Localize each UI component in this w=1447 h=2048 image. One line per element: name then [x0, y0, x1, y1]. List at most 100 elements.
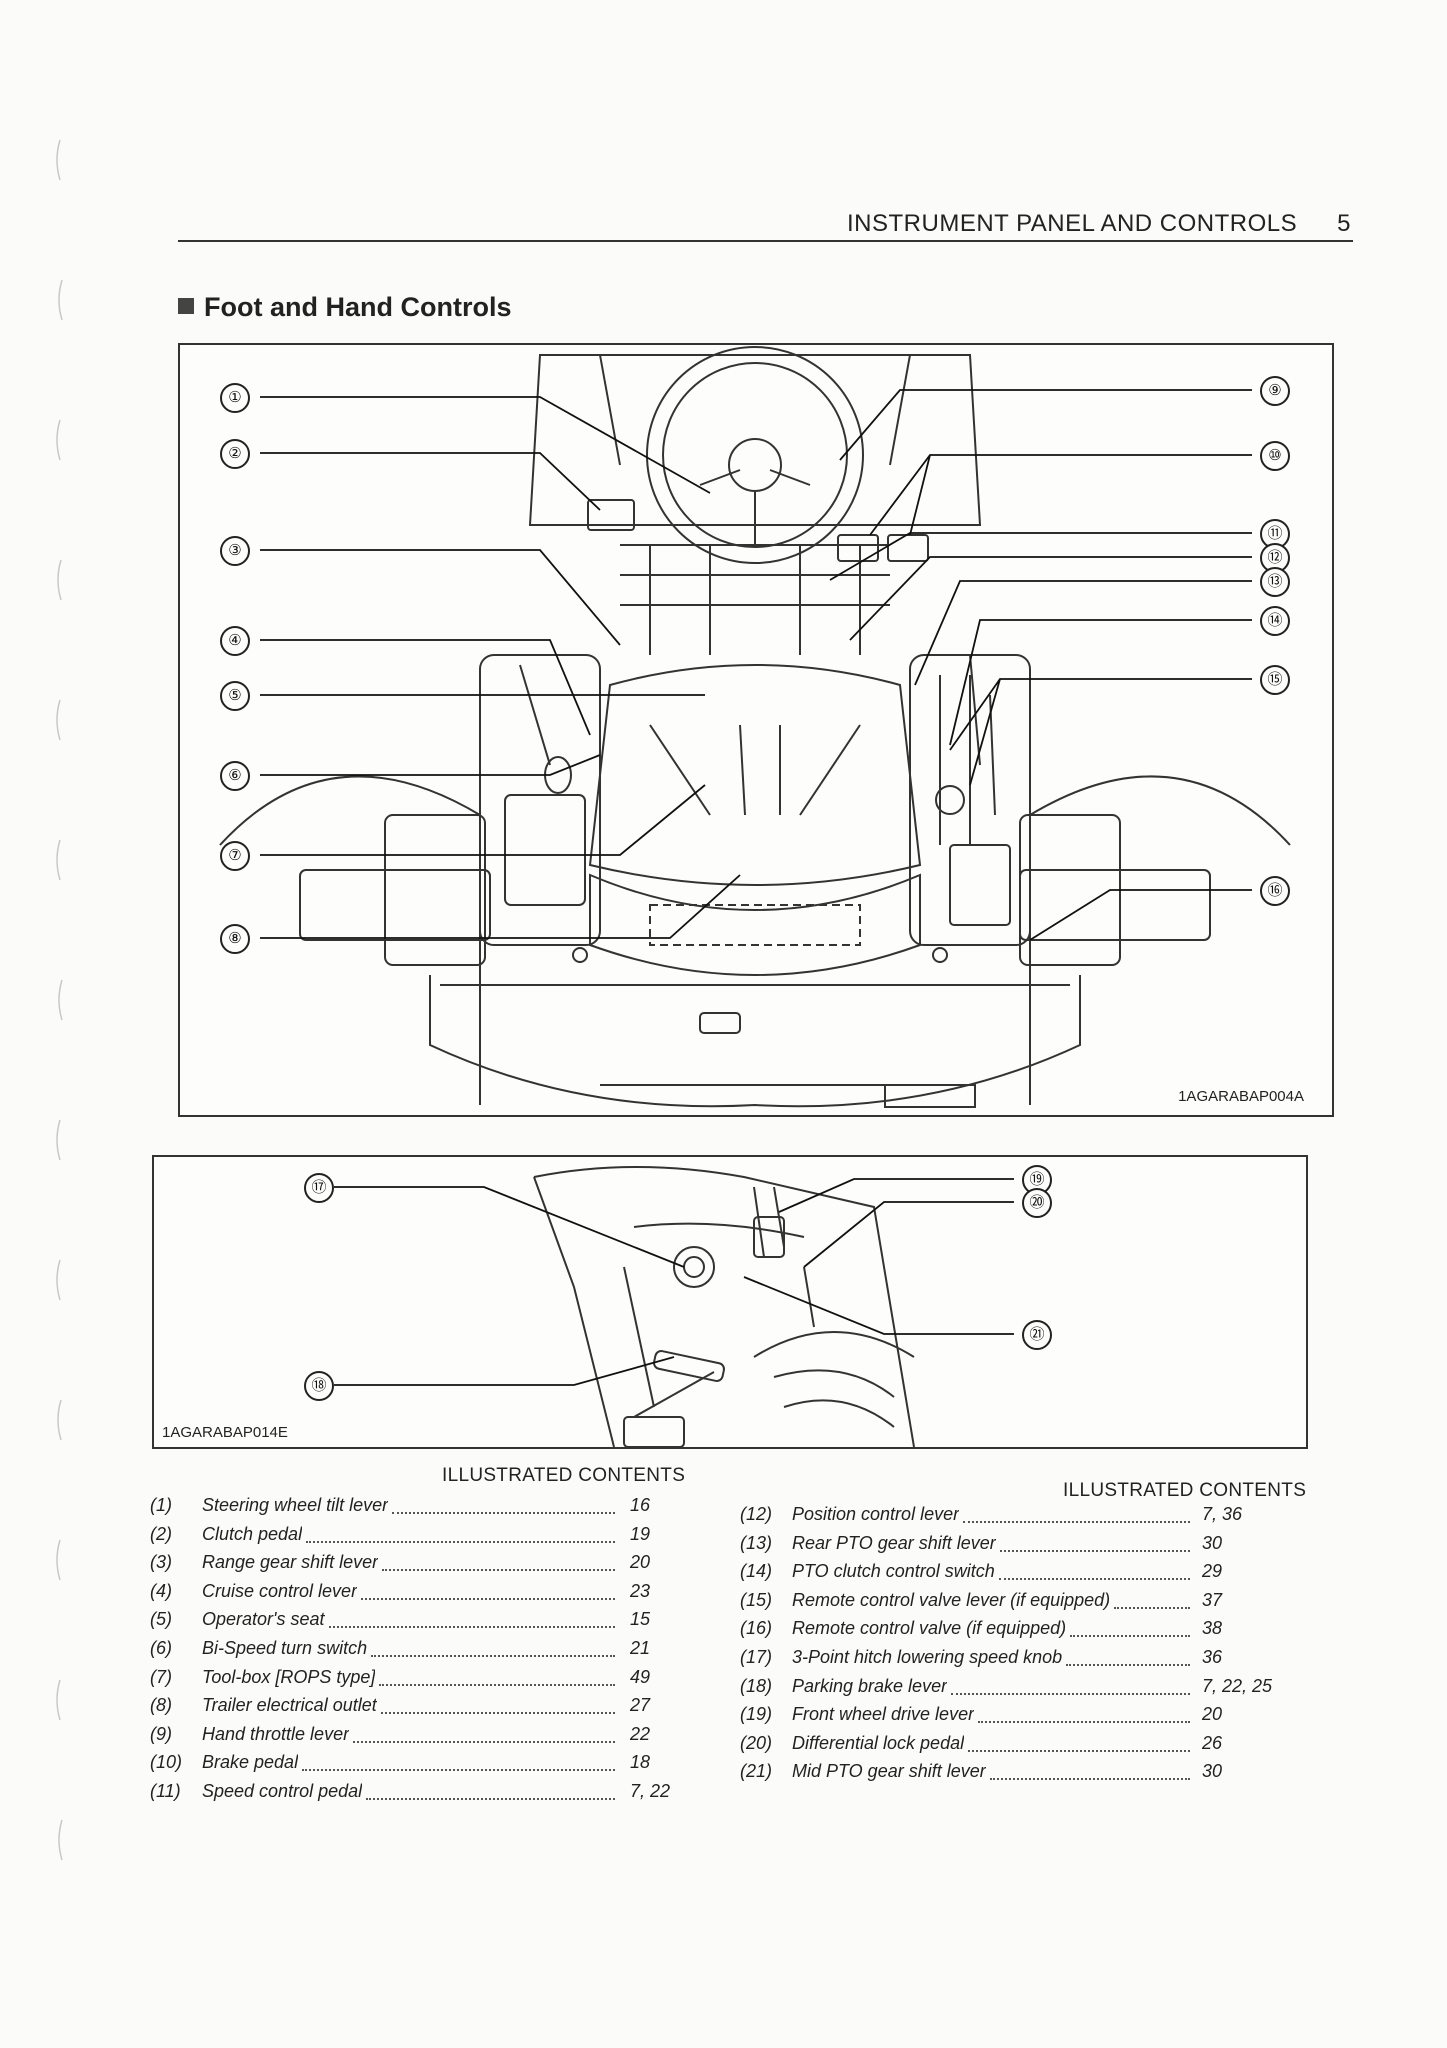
callout-18: ⑱ — [304, 1371, 334, 1401]
contents-item-label: Differential lock pedal — [792, 1732, 965, 1753]
contents-item-leader — [968, 1749, 1190, 1752]
foot-hand-controls-diagram: ① ② ③ ④ ⑤ ⑥ ⑦ ⑧ ⑨ ⑩ ⑪ ⑫ ⑬ ⑭ ⑮ ⑯ 1AGARABA… — [178, 343, 1334, 1117]
contents-item-number: (6) — [150, 1637, 172, 1658]
callout-20: ⑳ — [1022, 1188, 1052, 1218]
running-header: INSTRUMENT PANEL AND CONTROLS 5 — [847, 210, 1351, 238]
contents-item-number: (18) — [740, 1675, 773, 1696]
contents-item-number: (4) — [150, 1580, 172, 1601]
contents-left-title: ILLUSTRATED CONTENTS — [442, 1465, 686, 1486]
side-console-diagram: ⑰ ⑱ ⑲ ⑳ ㉑ 1AGARABAP014E — [152, 1155, 1308, 1449]
contents-item-number: (1) — [150, 1495, 172, 1515]
contents-item-number: (16) — [740, 1618, 773, 1639]
contents-right-title: ILLUSTRATED CONTENTS — [1063, 1480, 1307, 1501]
contents-item-label: Speed control pedal — [202, 1780, 363, 1801]
contents-item-number: (14) — [740, 1561, 773, 1582]
contents-item-number: (11) — [150, 1780, 181, 1801]
contents-item-page: 18 — [630, 1752, 651, 1773]
contents-item-page: 20 — [630, 1552, 651, 1573]
contents-item-page: 38 — [1202, 1618, 1223, 1639]
callout-21: ㉑ — [1022, 1320, 1052, 1350]
callout-8: ⑧ — [220, 924, 250, 954]
contents-item-page: 49 — [630, 1666, 651, 1687]
contents-item-label: Position control lever — [792, 1504, 960, 1524]
callout-9: ⑨ — [1260, 376, 1290, 406]
contents-item: (20) Differential lock pedal 26 — [740, 1733, 1310, 1762]
contents-item-page: 23 — [630, 1580, 651, 1601]
contents-item-leader — [366, 1797, 615, 1800]
figure-code: 1AGARABAP014E — [162, 1424, 288, 1441]
contents-item-number: (3) — [150, 1552, 172, 1573]
tractor-platform-drawing — [219, 346, 1291, 1108]
contents-item-number: (9) — [150, 1723, 172, 1744]
contents-item-label: Bi-Speed turn switch — [202, 1637, 368, 1658]
contents-item-label: Trailer electrical outlet — [202, 1695, 377, 1716]
contents-item-label: Range gear shift lever — [202, 1552, 379, 1573]
contents-item-leader — [328, 1626, 615, 1629]
header-section-title: INSTRUMENT PANEL AND CONTROLS — [847, 210, 1298, 237]
contents-item-leader — [951, 1692, 1190, 1695]
contents-item-leader — [392, 1512, 615, 1514]
contents-item: (15)Remote control valve lever (if equip… — [740, 1590, 1310, 1619]
callout-10: ⑩ — [1260, 441, 1290, 471]
contents-item-leader — [998, 1578, 1190, 1581]
contents-item-page: 36 — [1202, 1646, 1223, 1667]
contents-item-page: 7, 22, 25 — [1202, 1675, 1273, 1696]
callout-15: ⑮ — [1260, 665, 1290, 695]
contents-item-leader — [1070, 1635, 1190, 1638]
contents-item: (12) Position control lever 7, 36 — [740, 1504, 1310, 1533]
contents-item-page: 37 — [1202, 1589, 1223, 1610]
contents-item-page: 30 — [1202, 1761, 1223, 1782]
contents-item-number: (5) — [150, 1609, 172, 1630]
contents-right-list: (12) Position control lever 7, 36 (13) Rear … — [740, 1504, 1310, 1790]
contents-item: (17) 3-Point hitch lowering speed knob 36 — [740, 1647, 1310, 1676]
contents-item-page: 21 — [630, 1637, 651, 1658]
contents-item-page: 16 — [630, 1495, 651, 1515]
contents-item-number: (8) — [150, 1695, 172, 1716]
contents-item-label: Steering wheel tilt lever — [202, 1495, 389, 1515]
contents-item-number: (15) — [740, 1589, 773, 1610]
contents-item-label: Cruise control lever — [202, 1580, 358, 1601]
section-heading: Foot and Hand Controls — [178, 292, 511, 323]
contents-item-number: (20) — [740, 1732, 773, 1753]
contents-item-page: 26 — [1202, 1732, 1223, 1753]
contents-item-leader — [989, 1778, 1190, 1781]
contents-item-label: Front wheel drive lever — [792, 1704, 975, 1725]
header-rule — [178, 240, 1353, 242]
contents-item-leader — [302, 1769, 615, 1772]
contents-item: (1) Steering wheel tilt lever 16 — [150, 1495, 680, 1524]
callout-6: ⑥ — [220, 761, 250, 791]
contents-item: (4) Cruise control lever 23 — [150, 1581, 680, 1610]
contents-item: (3) Range gear shift lever 20 — [150, 1552, 680, 1581]
contents-item-page: 7, 36 — [1202, 1504, 1243, 1524]
contents-item-number: (13) — [740, 1532, 773, 1553]
contents-item-leader — [380, 1712, 615, 1715]
contents-item-leader — [379, 1683, 615, 1686]
page-number: 5 — [1337, 210, 1351, 237]
contents-item-label: Rear PTO gear shift lever — [792, 1532, 996, 1553]
contents-item-label: PTO clutch control switch — [792, 1561, 995, 1582]
contents-item-label: Parking brake lever — [792, 1675, 948, 1696]
figure-code: 1AGARABAP004A — [1178, 1088, 1304, 1105]
contents-item-page: 20 — [1202, 1704, 1223, 1725]
contents-item-number: (19) — [740, 1704, 773, 1725]
bullet-square-icon — [178, 298, 194, 314]
contents-item-leader — [963, 1521, 1190, 1523]
callout-2: ② — [220, 439, 250, 469]
contents-item: (19) Front wheel drive lever 20 — [740, 1704, 1310, 1733]
contents-item-number: (10) — [150, 1752, 183, 1773]
contents-item-page: 15 — [630, 1609, 651, 1630]
contents-item-label: 3-Point hitch lowering speed knob — [792, 1646, 1063, 1667]
contents-item: (14) PTO clutch control switch 29 — [740, 1561, 1310, 1590]
section-heading-text: Foot and Hand Controls — [204, 292, 512, 322]
callout-16: ⑯ — [1260, 876, 1290, 906]
contents-item-number: (17) — [740, 1646, 773, 1667]
contents-item-page: 29 — [1202, 1561, 1223, 1582]
binding-holes — [56, 139, 63, 1861]
contents-item-number: (12) — [740, 1504, 773, 1524]
